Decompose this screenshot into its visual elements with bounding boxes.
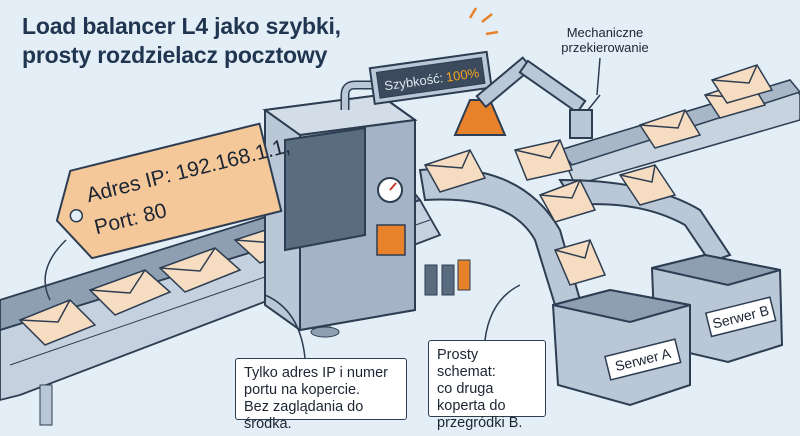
callout-left-line-1: Tylko adres IP i numer xyxy=(244,365,388,381)
mechanism-label: Mechaniczne przekierowanie xyxy=(545,25,665,55)
envelope-icon xyxy=(18,299,97,346)
sorting-machine xyxy=(262,80,471,332)
bin-server-a: Serwer A xyxy=(551,288,691,407)
control-panel xyxy=(376,224,406,256)
envelope-icon xyxy=(423,149,487,193)
envelope-icon xyxy=(638,109,702,149)
callout-left-line-2: portu na kopercie. xyxy=(244,382,361,398)
address-tag: Adres IP: 192.168.1.1, Port: 80 xyxy=(55,122,292,260)
envelope-icon xyxy=(88,269,172,316)
alert-rays-icon xyxy=(468,7,499,36)
mechanism-label-line-1: Mechaniczne xyxy=(566,25,644,40)
speed-value: 100% xyxy=(445,65,480,85)
callout-ip-port: Tylko adres IP i numer portu na kopercie… xyxy=(235,358,407,432)
speed-display: Szybkość:100% xyxy=(368,50,493,106)
pointer-lines xyxy=(44,57,601,359)
envelope-icon xyxy=(710,64,774,104)
envelopes-sorting xyxy=(423,64,774,286)
callout-right-line-3: koperta do xyxy=(437,398,506,414)
title-line-2: prosty rozdzielacz pocztowy xyxy=(22,42,328,68)
envelope-icon xyxy=(513,139,574,181)
callout-right-line-2: co druga xyxy=(437,381,494,397)
robot-arm xyxy=(453,56,601,139)
callout-round-robin: Prosty schemat: co druga koperta do prze… xyxy=(428,340,546,431)
title-line-1: Load balancer L4 jako szybki, xyxy=(22,13,341,39)
envelope-icon xyxy=(538,179,597,223)
callout-right-line-1: Prosty schemat: xyxy=(437,347,496,380)
envelope-icon xyxy=(158,247,242,293)
callout-right-line-4: przegródki B. xyxy=(437,415,523,431)
callout-left-line-3: Bez zaglądania do środka. xyxy=(244,399,364,432)
page-title: Load balancer L4 jako szybki, prosty roz… xyxy=(22,12,341,70)
envelope-icon xyxy=(618,164,677,206)
mechanism-label-line-2: przekierowanie xyxy=(561,40,649,55)
envelope-icon xyxy=(553,239,607,286)
